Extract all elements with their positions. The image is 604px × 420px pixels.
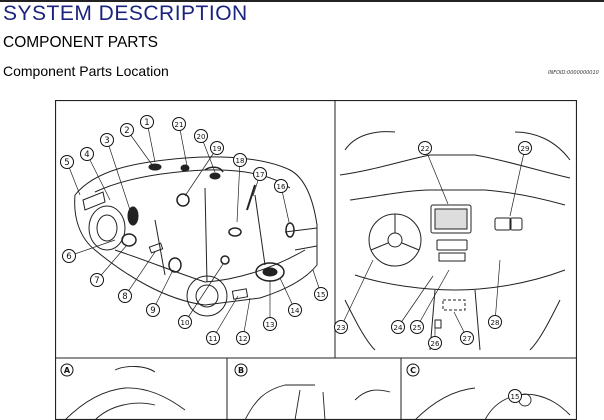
callout-label: 10 (181, 319, 190, 327)
svg-text:15: 15 (511, 393, 520, 401)
callout-label: 5 (64, 158, 69, 168)
callout-label: 20 (197, 133, 206, 141)
callout-label: 6 (66, 252, 71, 262)
callout-label: 19 (213, 145, 222, 153)
callout-label: 7 (94, 276, 99, 286)
callout-label: 24 (394, 324, 403, 332)
page-heading: Component Parts Location (3, 63, 169, 79)
detail-panel-label-c: C (406, 363, 420, 377)
callout-label: 26 (431, 340, 440, 348)
detail-panel-label-a: A (60, 363, 74, 377)
callout-21: 21 (172, 117, 188, 167)
callout-5: 5 (60, 155, 81, 196)
callout-15: 15 (312, 269, 328, 301)
callout-26: 26 (428, 328, 442, 350)
callout-11: 11 (206, 295, 239, 345)
callout-label: 11 (209, 335, 218, 343)
figure-drawing (55, 100, 577, 420)
callout-27: 27 (453, 311, 474, 345)
callout-2: 2 (120, 123, 154, 167)
callout-label: 28 (491, 319, 500, 327)
callout-18: 18 (233, 153, 247, 223)
section-title: SYSTEM DESCRIPTION (3, 2, 248, 25)
header-rule (0, 0, 604, 2)
callout-8: 8 (118, 251, 156, 303)
callout-14: 14 (279, 277, 302, 317)
hidden-component-outline (442, 299, 466, 311)
callout-17: 17 (252, 167, 267, 197)
callout-label: 13 (266, 321, 275, 329)
callout-label: 21 (175, 121, 184, 129)
callout-24: 24 (391, 275, 434, 334)
callout-23: 23 (334, 259, 374, 334)
callout-9: 9 (146, 269, 174, 317)
callout-20: 20 (194, 129, 216, 173)
callout-label: 3 (104, 136, 109, 146)
callout-label: 8 (122, 292, 127, 302)
callout-label: 9 (150, 306, 155, 316)
callout-4: 4 (80, 147, 111, 201)
callout-28: 28 (488, 259, 502, 329)
callout-label: 1 (144, 118, 149, 128)
callout-label: 14 (291, 307, 300, 315)
callout-label: 17 (256, 171, 265, 179)
callout-6: 6 (62, 239, 116, 263)
callout-label: 16 (277, 183, 286, 191)
callout-22: 22 (418, 141, 449, 205)
vehicle-drawing (74, 156, 318, 317)
detail-panel-label-b: B (234, 363, 248, 377)
callout-16: 16 (274, 179, 290, 223)
callout-label: 29 (521, 145, 530, 153)
info-id: INFOID:0000000010 (548, 70, 599, 76)
callout-label: 25 (413, 324, 422, 332)
callout-label: 2 (124, 126, 129, 136)
sub-title: COMPONENT PARTS (3, 34, 159, 51)
detail-sketches (64, 366, 571, 420)
callout-29: 29 (509, 141, 532, 217)
callout-25: 25 (410, 269, 450, 334)
instrument-panel-drawing (339, 131, 571, 351)
callout-3: 3 (100, 133, 131, 211)
callout-label: 18 (236, 157, 245, 165)
callout-7: 7 (90, 244, 128, 287)
svg-text:C: C (410, 366, 416, 375)
callout-label: 4 (84, 150, 89, 160)
callout-label: 27 (463, 335, 472, 343)
callout-label: 23 (337, 324, 346, 332)
svg-text:A: A (64, 366, 71, 375)
callout-13: 13 (263, 280, 277, 331)
callout-label: 22 (421, 145, 430, 153)
callout-10: 10 (178, 263, 224, 329)
callout-label: 15 (317, 291, 326, 299)
callout-1: 1 (140, 115, 156, 163)
callout-label: 12 (239, 335, 248, 343)
callout-12: 12 (236, 297, 251, 345)
svg-text:B: B (238, 366, 244, 375)
callout-19: 19 (184, 141, 224, 197)
detail-callout-15: 15 (508, 389, 522, 403)
